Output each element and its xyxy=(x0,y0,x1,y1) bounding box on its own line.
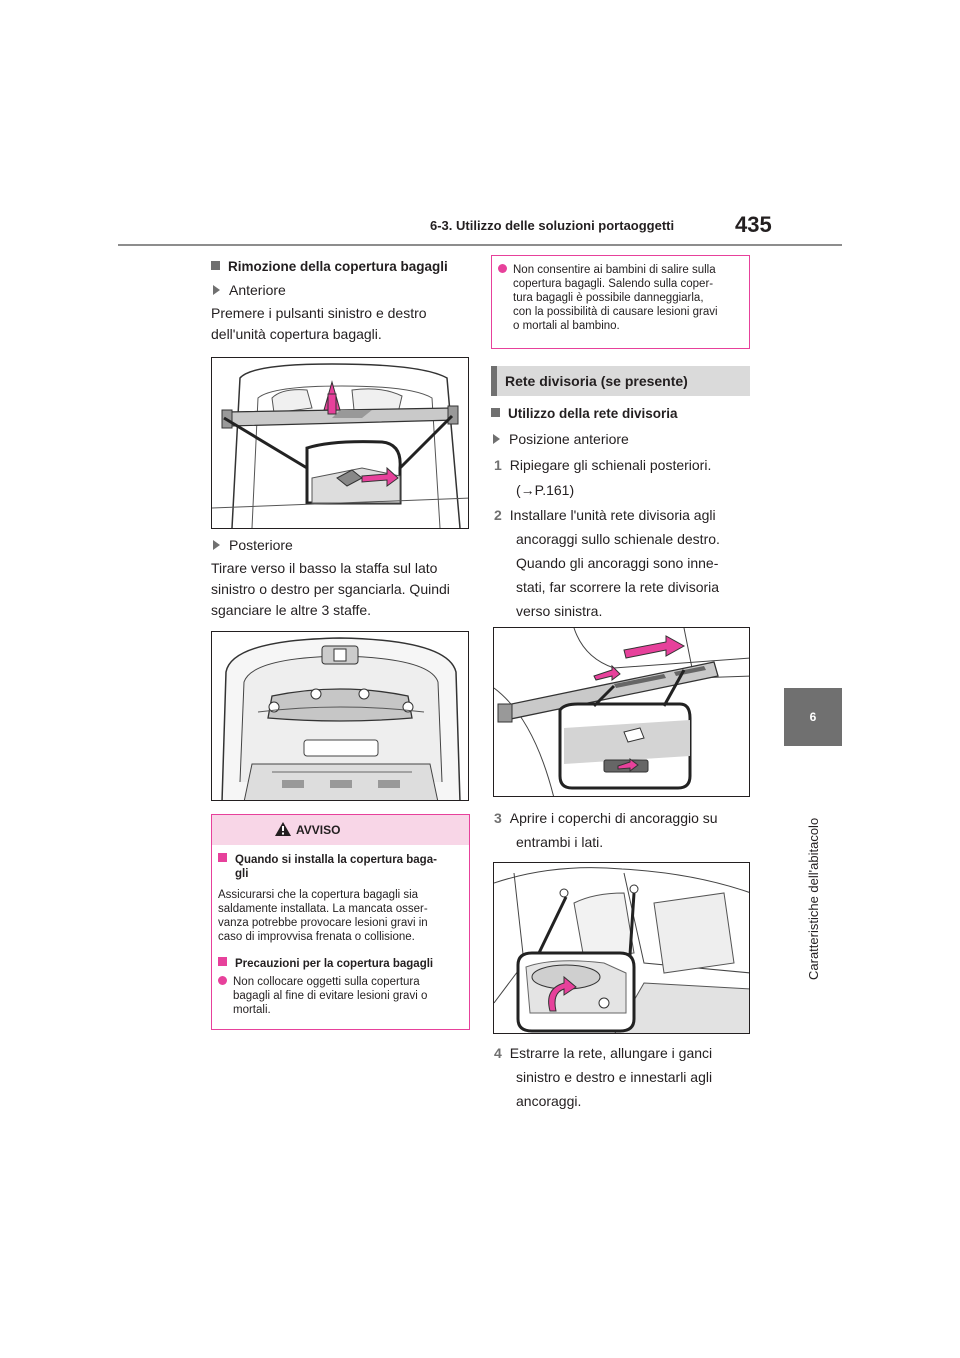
warning-continuation-box: Non consentire ai bambini di salire sull… xyxy=(491,255,750,349)
warning-header: AVVISO xyxy=(212,815,469,845)
figure-anchor-covers xyxy=(493,862,750,1034)
round-bullet-icon xyxy=(498,264,507,273)
front-instructions: Premere i pulsanti sinistro e destro del… xyxy=(211,305,427,342)
warning-box: AVVISO Quando si installa la copertura b… xyxy=(211,814,470,1030)
square-bullet-icon xyxy=(211,261,220,270)
triangle-bullet-icon xyxy=(493,434,500,444)
front-sublabel: Anteriore xyxy=(213,282,286,298)
warning-title: AVVISO xyxy=(296,823,341,837)
chapter-title-vertical: Caratteristiche dell'abitacolo xyxy=(804,760,824,980)
header-divider xyxy=(118,244,842,246)
section-title: Rete divisoria (se presente) xyxy=(505,373,688,389)
rear-sublabel: Posteriore xyxy=(213,537,293,553)
divider-net-heading: Utilizzo della rete divisoria xyxy=(491,406,678,421)
triangle-bullet-icon xyxy=(213,285,220,295)
triangle-bullet-icon xyxy=(213,540,220,550)
warning-triangle-icon xyxy=(275,822,291,836)
square-bullet-icon xyxy=(218,957,227,966)
warning-text-install: Assicurarsi che la copertura bagagli sia… xyxy=(218,889,428,943)
round-bullet-icon xyxy=(218,976,227,985)
figure-cargo-cover-rear xyxy=(211,631,469,801)
square-bullet-icon xyxy=(218,853,227,862)
header-section-title: 6-3. Utilizzo delle soluzioni portaogget… xyxy=(430,218,675,233)
chapter-title-text: Caratteristiche dell'abitacolo xyxy=(806,817,821,980)
front-position-sublabel: Posizione anteriore xyxy=(493,431,629,447)
figure-cargo-cover-front xyxy=(211,357,469,529)
section-heading-bar: Rete divisoria (se presente) xyxy=(491,366,750,396)
warning-heading-precautions: Precauzioni per la copertura bagagli xyxy=(218,957,433,971)
warning-text-precautions: Non collocare oggetti sulla copertura ba… xyxy=(218,975,427,1017)
removal-heading: Rimozione della copertura bagagli xyxy=(211,259,448,274)
square-bullet-icon xyxy=(491,408,500,417)
section-accent xyxy=(491,366,497,396)
figure-divider-net-install xyxy=(493,627,750,797)
page-number: 435 xyxy=(735,212,772,237)
rear-instructions: Tirare verso il basso la staffa sul lato… xyxy=(211,560,450,618)
warning-heading-install: Quando si installa la copertura baga- gl… xyxy=(218,853,437,881)
chapter-tab[interactable]: 6 xyxy=(784,688,842,746)
